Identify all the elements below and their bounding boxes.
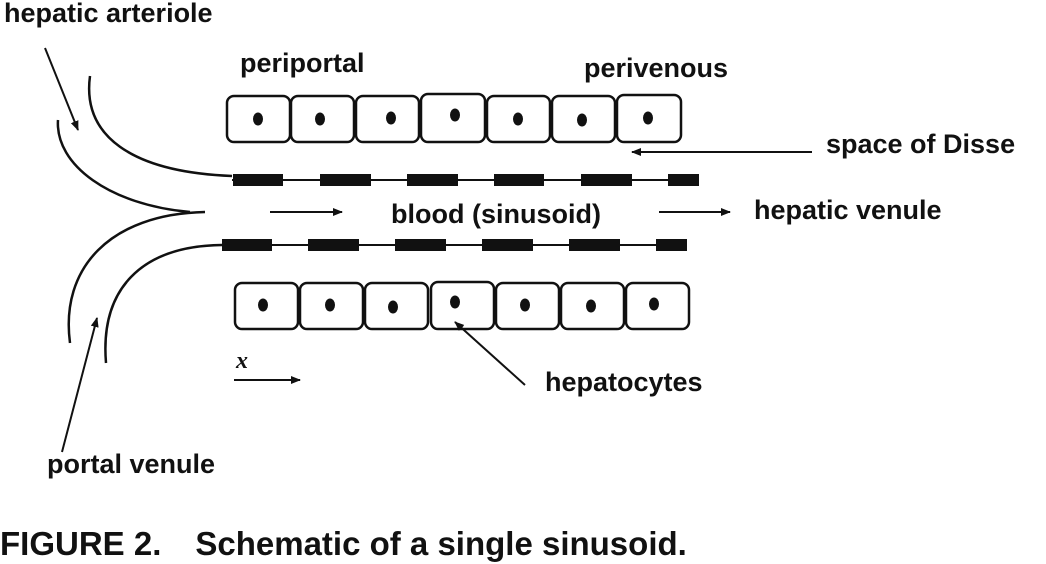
bottom-hepatocyte-row <box>233 280 691 331</box>
label-hepatic-venule: hepatic venule <box>754 195 942 225</box>
portal-venule-inner-wall <box>104 243 223 364</box>
hepatocyte <box>225 94 292 144</box>
hepatocytes-arrow <box>454 321 526 386</box>
label-hepatic-arteriole: hepatic arteriole <box>4 0 213 28</box>
top-hepatocyte-row <box>225 92 683 144</box>
hepatocyte <box>289 94 356 144</box>
arteriole-outer-wall <box>56 119 191 214</box>
hepatocyte <box>615 93 683 144</box>
hepatic-arteriole-arrow <box>44 47 79 131</box>
figure-number: FIGURE 2. <box>0 525 162 562</box>
hepatocyte <box>363 281 430 331</box>
hepatocyte <box>550 94 617 144</box>
hepatocyte <box>559 281 626 331</box>
figure-caption-text: Schematic of a single sinusoid. <box>195 525 687 562</box>
portal-venule-arrow <box>61 317 99 453</box>
hepatocyte <box>494 281 561 331</box>
bottom-endothelium <box>222 239 687 251</box>
hepatocyte <box>429 280 496 331</box>
hepatocyte <box>624 281 691 331</box>
hepatocyte <box>419 92 487 144</box>
hepatocyte <box>354 94 421 144</box>
hepatocyte <box>233 281 300 331</box>
label-periportal: periportal <box>240 48 365 78</box>
label-perivenous: perivenous <box>584 53 729 83</box>
label-blood-sinusoid: blood (sinusoid) <box>391 199 601 229</box>
hepatocyte <box>298 281 365 331</box>
hepatocyte <box>485 94 552 144</box>
arteriole-inner-wall <box>87 75 233 178</box>
portal-venule-outer-wall <box>67 210 206 344</box>
label-x-axis: x <box>236 348 248 374</box>
label-portal-venule: portal venule <box>47 449 216 479</box>
top-endothelium <box>232 174 699 186</box>
label-hepatocytes: hepatocytes <box>545 367 703 397</box>
figure-caption: FIGURE 2. Schematic of a single sinusoid. <box>0 527 687 560</box>
label-space-of-disse: space of Disse <box>826 129 1016 159</box>
